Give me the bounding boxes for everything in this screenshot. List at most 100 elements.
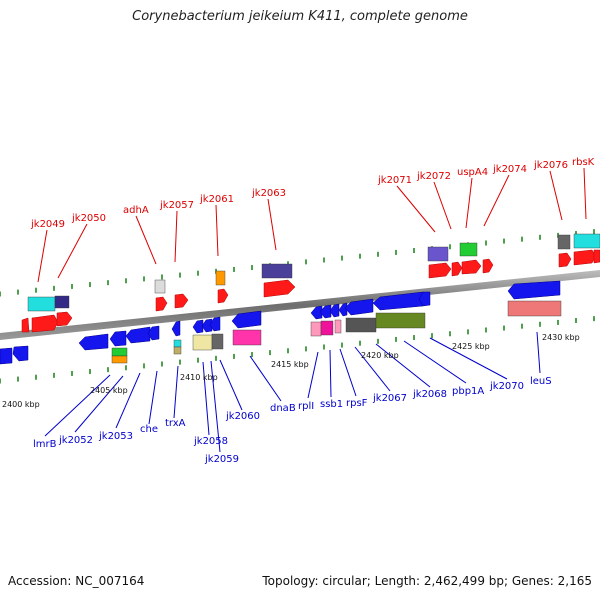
label-jk2067: jk2067: [372, 393, 407, 404]
label-lmrB: lmrB: [33, 439, 57, 450]
tick-labels: 2400 kbp 2405 kbp 2410 kbp 2415 kbp 2420…: [2, 333, 580, 409]
label-jk2049: jk2049: [30, 219, 65, 230]
label-leuS: leuS: [530, 376, 552, 387]
leader-jk2067: [354, 346, 391, 392]
gene-jk2072: [451, 261, 463, 277]
leader-adhA: [135, 215, 157, 265]
feature-orange-1: [215, 270, 226, 286]
leader-trxA: [173, 365, 179, 419]
leader-lines: [37, 167, 587, 453]
leader-jk2076: [549, 170, 563, 221]
feature-grey-1: [154, 279, 166, 294]
gene-jk2060: [231, 310, 262, 329]
gene-rpsF: [329, 303, 340, 318]
gene-rbsK-b: [593, 249, 600, 264]
leader-jk2059: [210, 360, 221, 453]
forward-labels: jk2049 jk2050 adhA jk2057 jk2061 jk2063 …: [30, 157, 595, 230]
feature-green-r1: [111, 347, 128, 357]
leader-jk2050: [57, 223, 88, 279]
map-title: Corynebacterium jeikeium K411, complete …: [132, 9, 468, 24]
gene-jk2059: [201, 318, 213, 333]
gene-jk2050b: [56, 311, 73, 327]
gene-rplI: [310, 305, 323, 320]
feature-pink-r2: [310, 321, 322, 337]
gene-uspA4: [461, 259, 482, 275]
label-che: che: [140, 424, 158, 435]
feature-grey-2: [557, 234, 571, 250]
tick-dots: [0, 229, 595, 384]
tick-2415: 2415 kbp: [271, 360, 309, 369]
leader-jk2070: [429, 337, 508, 380]
gene-che: [125, 326, 151, 344]
label-pbp1A: pbp1A: [452, 386, 484, 397]
tick-2425: 2425 kbp: [452, 342, 490, 351]
gene-jk2076: [558, 252, 572, 268]
tick-2405: 2405 kbp: [90, 386, 128, 395]
genome-summary-text: Topology: circular; Length: 2,462,499 bp…: [262, 574, 592, 588]
leader-ssb1: [329, 349, 332, 398]
gene-trxA: [171, 320, 181, 337]
feature-green-1: [459, 242, 478, 257]
feature-olive-r1: [375, 312, 426, 329]
leader-che: [148, 370, 158, 425]
gene-jk2057: [174, 293, 189, 309]
label-dnaB: dnaB: [270, 403, 296, 414]
forward-genes: [21, 249, 600, 333]
leader-jk2049: [37, 229, 48, 283]
gene-jk2067a: [338, 302, 348, 317]
label-jk2059: jk2059: [204, 454, 239, 465]
label-jk2050: jk2050: [71, 213, 106, 224]
feature-khaki-r1: [173, 346, 182, 355]
feature-salmon-r1: [507, 300, 562, 317]
label-jk2070: jk2070: [489, 381, 524, 392]
gene-che-b: [147, 325, 160, 341]
leader-jk2068: [375, 343, 431, 388]
gene-jk2059b: [209, 316, 221, 332]
label-jk2074: jk2074: [492, 164, 527, 175]
label-jk2061: jk2061: [199, 194, 234, 205]
tick-2420: 2420 kbp: [361, 351, 399, 360]
accession-text: Accession: NC_007164: [8, 574, 145, 588]
leader-jk2072: [433, 181, 452, 230]
gene-jk2063: [263, 279, 296, 298]
leader-dnaB: [249, 355, 282, 402]
leader-rpsF: [339, 348, 357, 397]
feature-magenta-r2: [320, 320, 334, 336]
leader-lmrB: [44, 374, 111, 437]
leader-jk2057: [174, 210, 178, 263]
gene-jk2067: [344, 298, 374, 316]
gene-rbsK: [573, 249, 597, 266]
label-jk2068: jk2068: [412, 389, 447, 400]
label-rpsF: rpsF: [346, 398, 368, 409]
gene-pbp1A: [418, 291, 431, 307]
label-uspA4: uspA4: [457, 167, 488, 178]
reverse-features: [111, 300, 562, 364]
gene-jk2052: [78, 333, 109, 351]
label-jk2060: jk2060: [225, 411, 260, 422]
genome-backbone: [0, 270, 600, 340]
label-adhA: adhA: [123, 205, 149, 216]
label-jk2052: jk2052: [58, 435, 93, 446]
feature-cyan-2: [573, 233, 600, 249]
gene-jk2049: [21, 317, 30, 333]
leader-jk2052: [74, 375, 124, 433]
label-jk2071: jk2071: [377, 175, 412, 186]
leader-uspA4: [465, 177, 473, 229]
feature-cyan-1: [27, 296, 56, 312]
gene-jk2058: [192, 319, 204, 334]
feature-orange-r1: [111, 355, 128, 364]
label-rplI: rplI: [298, 401, 314, 412]
gene-lmrB-b: [12, 345, 29, 362]
feature-purple-1: [261, 263, 293, 279]
reverse-genes: [0, 280, 561, 365]
gene-jk2053: [109, 330, 127, 347]
gene-jk2061: [217, 288, 229, 304]
gene-lmrB: [0, 347, 13, 365]
feature-navy-1: [54, 295, 70, 309]
gene-ssb1: [319, 304, 332, 319]
forward-features: [27, 233, 600, 312]
leader-jk2074: [483, 174, 510, 227]
leader-leuS: [536, 331, 541, 374]
